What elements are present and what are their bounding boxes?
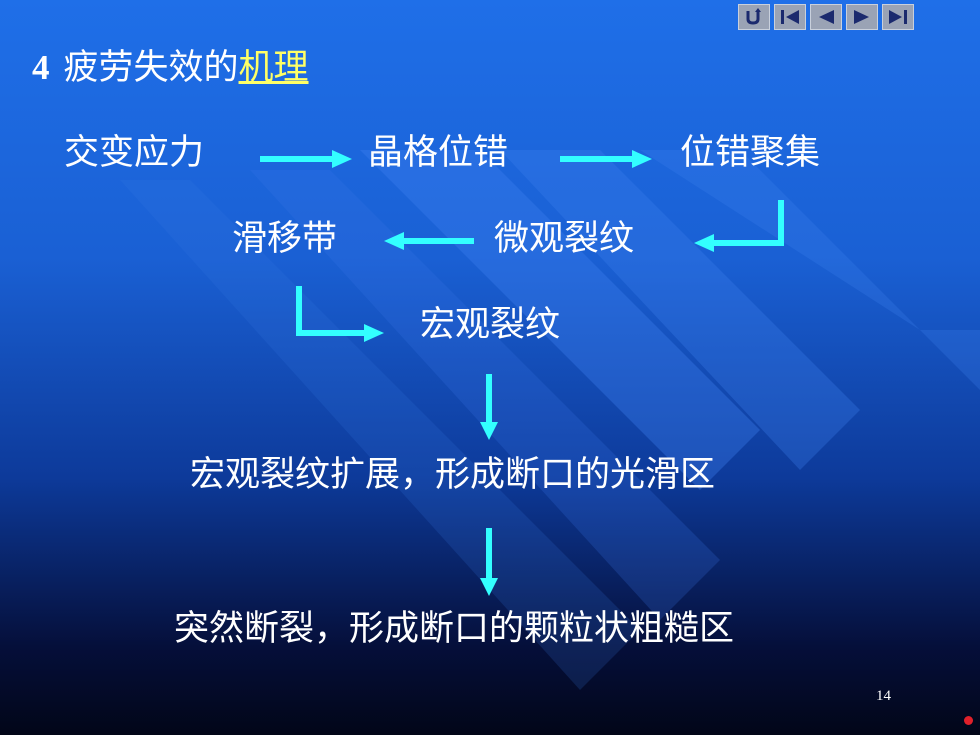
- elbow-arrow-right-icon: [296, 286, 384, 342]
- flow-node-lattice-dislocation: 晶格位错: [368, 133, 509, 173]
- flow-node-alternating-stress: 交变应力: [64, 133, 205, 173]
- flow-step-crack-propagation: 宏观裂纹扩展，形成断口的光滑区: [190, 455, 716, 495]
- next-slide-button[interactable]: [846, 4, 878, 30]
- pointer-dot: [964, 716, 973, 725]
- arrow-down-icon: [480, 374, 498, 440]
- return-button[interactable]: [738, 4, 770, 30]
- flow-node-slip-band: 滑移带: [232, 219, 338, 259]
- arrow-right-icon: [260, 150, 352, 168]
- title-prefix: 疲劳失效的: [63, 48, 239, 88]
- first-slide-button[interactable]: [774, 4, 806, 30]
- title-link[interactable]: 机理: [238, 48, 309, 88]
- last-icon: [889, 10, 907, 24]
- previous-slide-button[interactable]: [810, 4, 842, 30]
- flow-step-sudden-fracture: 突然断裂，形成断口的颗粒状粗糙区: [174, 609, 735, 649]
- flow-node-micro-crack: 微观裂纹: [494, 219, 635, 259]
- return-icon: [746, 8, 761, 25]
- slide-title: 4 疲劳失效的机理: [32, 50, 309, 86]
- title-number: 4: [32, 48, 50, 87]
- arrow-right-icon: [560, 150, 652, 168]
- elbow-arrow-left-icon: [694, 200, 784, 252]
- arrow-down-icon: [480, 528, 498, 596]
- flow-node-dislocation-pileup: 位错聚集: [680, 133, 821, 173]
- last-slide-button[interactable]: [882, 4, 914, 30]
- page-number: 14: [876, 688, 891, 704]
- previous-icon: [819, 10, 834, 24]
- slide-navigation: [738, 4, 914, 30]
- arrow-left-icon: [384, 232, 474, 250]
- flow-node-macro-crack: 宏观裂纹: [420, 305, 561, 345]
- first-icon: [781, 10, 799, 24]
- next-icon: [854, 10, 869, 24]
